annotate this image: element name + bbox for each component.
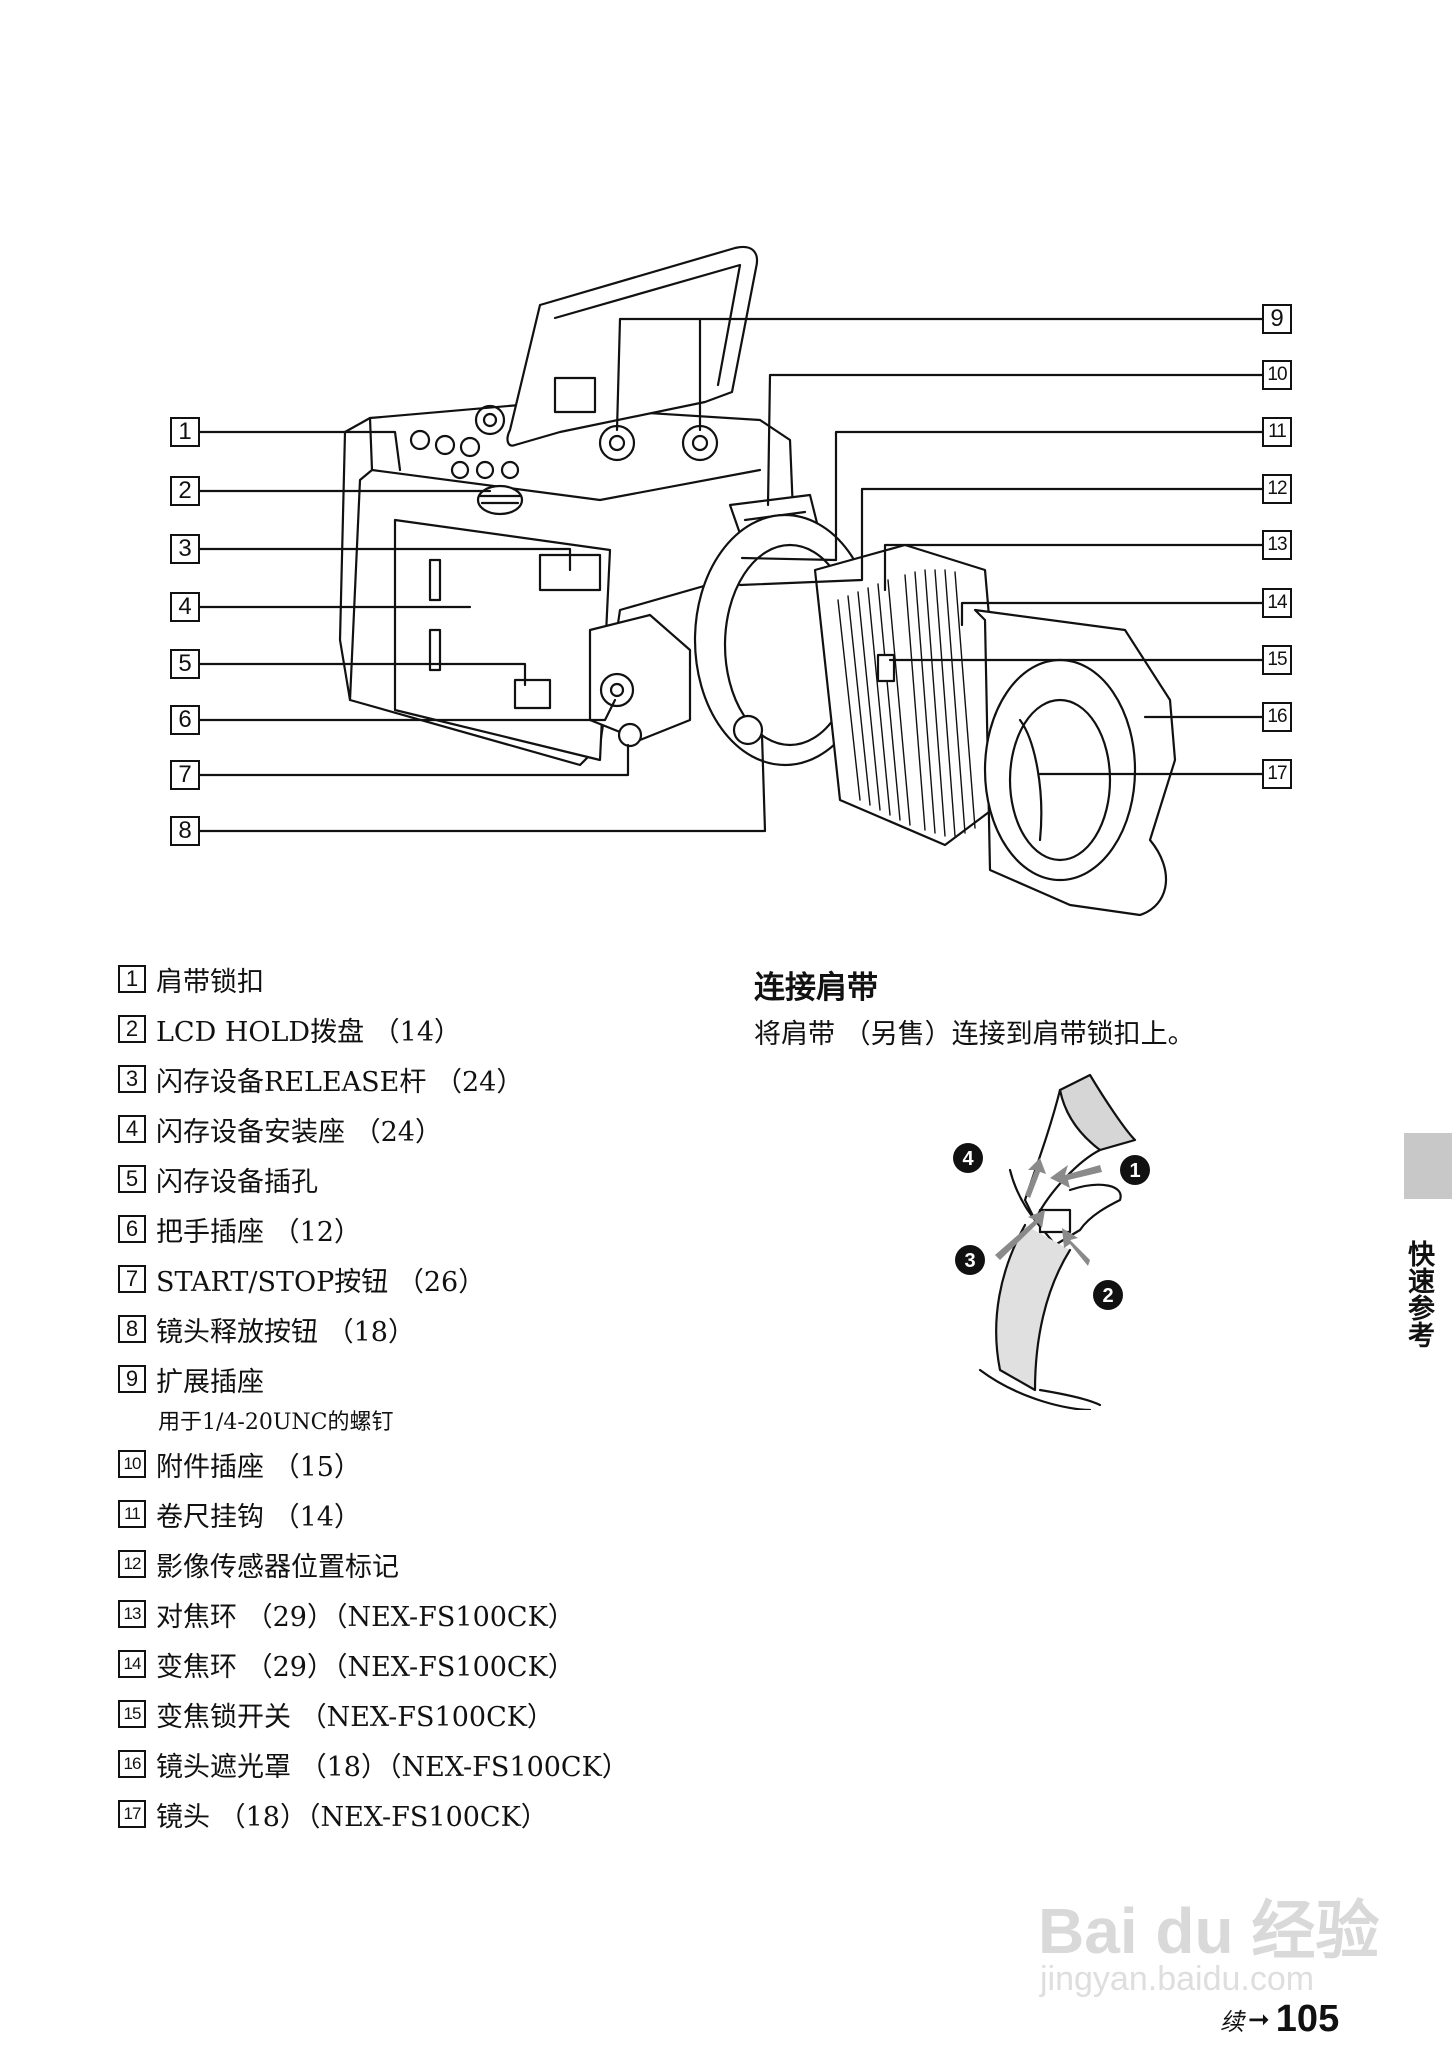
strap-section-text: 将肩带 （另售）连接到肩带锁扣上。 (754, 1019, 1195, 1050)
legend-number: 14 (118, 1650, 146, 1678)
page-footer: 续 ➞ 105 (1220, 1998, 1339, 2041)
camera-diagram (198, 245, 1264, 917)
step-3-label: 3 (964, 1250, 975, 1272)
callout-4: 4 (170, 592, 200, 622)
continued-label: 续 (1220, 2008, 1244, 2036)
watermark-logo: Bai du 经验 (1038, 1895, 1380, 1967)
legend-number: 12 (118, 1550, 146, 1578)
legend-number: 7 (118, 1265, 146, 1293)
legend-number: 16 (118, 1750, 146, 1778)
callout-17: 17 (1262, 759, 1292, 789)
side-tab-label: 快速参考 (1403, 1240, 1434, 1348)
legend-text: 附件插座 （15） (156, 1451, 361, 1483)
legend-text: 卷尺挂钩 （14） (156, 1501, 361, 1533)
callout-13: 13 (1262, 530, 1292, 560)
legend-text: 把手插座 （12） (156, 1216, 361, 1248)
legend-text: 变焦锁开关 （NEX-FS100CK） (156, 1701, 554, 1733)
legend-item: 11 卷尺挂钩 （14） (118, 1496, 361, 1533)
legend-text: 镜头 （18）（NEX-FS100CK） (156, 1801, 548, 1833)
callout-2: 2 (170, 476, 200, 506)
strap-section-heading: 连接肩带 (754, 970, 878, 1006)
continued-arrow-icon: ➞ (1248, 2004, 1270, 2035)
legend-item: 4 闪存设备安装座 （24） (118, 1111, 442, 1148)
legend-item: 10 附件插座 （15） (118, 1446, 361, 1483)
legend-item: 9 扩展插座 (118, 1361, 264, 1398)
legend-text: 变焦环 （29）（NEX-FS100CK） (156, 1651, 575, 1683)
legend-item: 13 对焦环 （29）（NEX-FS100CK） (118, 1596, 575, 1633)
callout-6: 6 (170, 705, 200, 735)
callout-7: 7 (170, 760, 200, 790)
callout-11: 11 (1262, 417, 1292, 447)
legend-number: 3 (118, 1065, 146, 1093)
legend-text: 闪存设备RELEASE杆 （24） (156, 1066, 524, 1098)
legend-item: 7 START/STOP按钮 （26） (118, 1261, 486, 1298)
legend-item: 5 闪存设备插孔 (118, 1161, 318, 1198)
legend-number: 10 (118, 1450, 146, 1478)
legend-number: 9 (118, 1365, 146, 1393)
callout-14: 14 (1262, 588, 1292, 618)
callout-1: 1 (170, 417, 200, 447)
legend-number: 6 (118, 1215, 146, 1243)
callout-3: 3 (170, 534, 200, 564)
legend-item: 14 变焦环 （29）（NEX-FS100CK） (118, 1646, 575, 1683)
legend-item: 1 肩带锁扣 (118, 961, 264, 998)
step-1-label: 1 (1129, 1160, 1140, 1182)
callout-5: 5 (170, 649, 200, 679)
legend-number: 17 (118, 1800, 146, 1828)
callout-8: 8 (170, 816, 200, 846)
legend-text: LCD HOLD拨盘 （14） (156, 1016, 462, 1048)
legend-item: 15 变焦锁开关 （NEX-FS100CK） (118, 1696, 554, 1733)
strap-diagram: 1 2 3 4 (953, 1073, 1150, 1410)
legend-text: 闪存设备插孔 (156, 1166, 318, 1198)
legend-item: 8 镜头释放按钮 （18） (118, 1311, 415, 1348)
callout-15: 15 (1262, 645, 1292, 675)
legend-text: 肩带锁扣 (156, 966, 264, 998)
legend-text: 镜头遮光罩 （18）（NEX-FS100CK） (156, 1751, 629, 1783)
side-tab (1404, 1133, 1452, 1199)
legend-number: 2 (118, 1015, 146, 1043)
legend-number: 5 (118, 1165, 146, 1193)
legend-item: 2 LCD HOLD拨盘 （14） (118, 1011, 462, 1048)
legend-text: 影像传感器位置标记 (156, 1551, 399, 1583)
legend-number: 4 (118, 1115, 146, 1143)
callout-10: 10 (1262, 360, 1292, 390)
legend-item: 6 把手插座 （12） (118, 1211, 361, 1248)
callout-12: 12 (1262, 474, 1292, 504)
step-2-label: 2 (1102, 1285, 1113, 1307)
legend-item: 17 镜头 （18）（NEX-FS100CK） (118, 1796, 548, 1833)
legend-item: 12 影像传感器位置标记 (118, 1546, 399, 1583)
legend-text: 扩展插座 (156, 1366, 264, 1398)
legend-number: 8 (118, 1315, 146, 1343)
legend-item: 16 镜头遮光罩 （18）（NEX-FS100CK） (118, 1746, 629, 1783)
step-4-label: 4 (962, 1148, 974, 1170)
legend-number: 13 (118, 1600, 146, 1628)
watermark-url: jingyan.baidu.com (1040, 1960, 1315, 1998)
legend-number: 15 (118, 1700, 146, 1728)
callout-16: 16 (1262, 702, 1292, 732)
legend-subtext: 用于1/4-20UNC的螺钉 (158, 1410, 394, 1435)
legend-text: 对焦环 （29）（NEX-FS100CK） (156, 1601, 575, 1633)
legend-text: 闪存设备安装座 （24） (156, 1116, 442, 1148)
legend-number: 11 (118, 1500, 146, 1528)
page-number: 105 (1275, 1998, 1340, 2040)
legend-text: START/STOP按钮 （26） (156, 1266, 486, 1298)
legend-number: 1 (118, 965, 146, 993)
callout-9: 9 (1262, 304, 1292, 334)
legend-text: 镜头释放按钮 （18） (156, 1316, 415, 1348)
legend-item: 3 闪存设备RELEASE杆 （24） (118, 1061, 524, 1098)
